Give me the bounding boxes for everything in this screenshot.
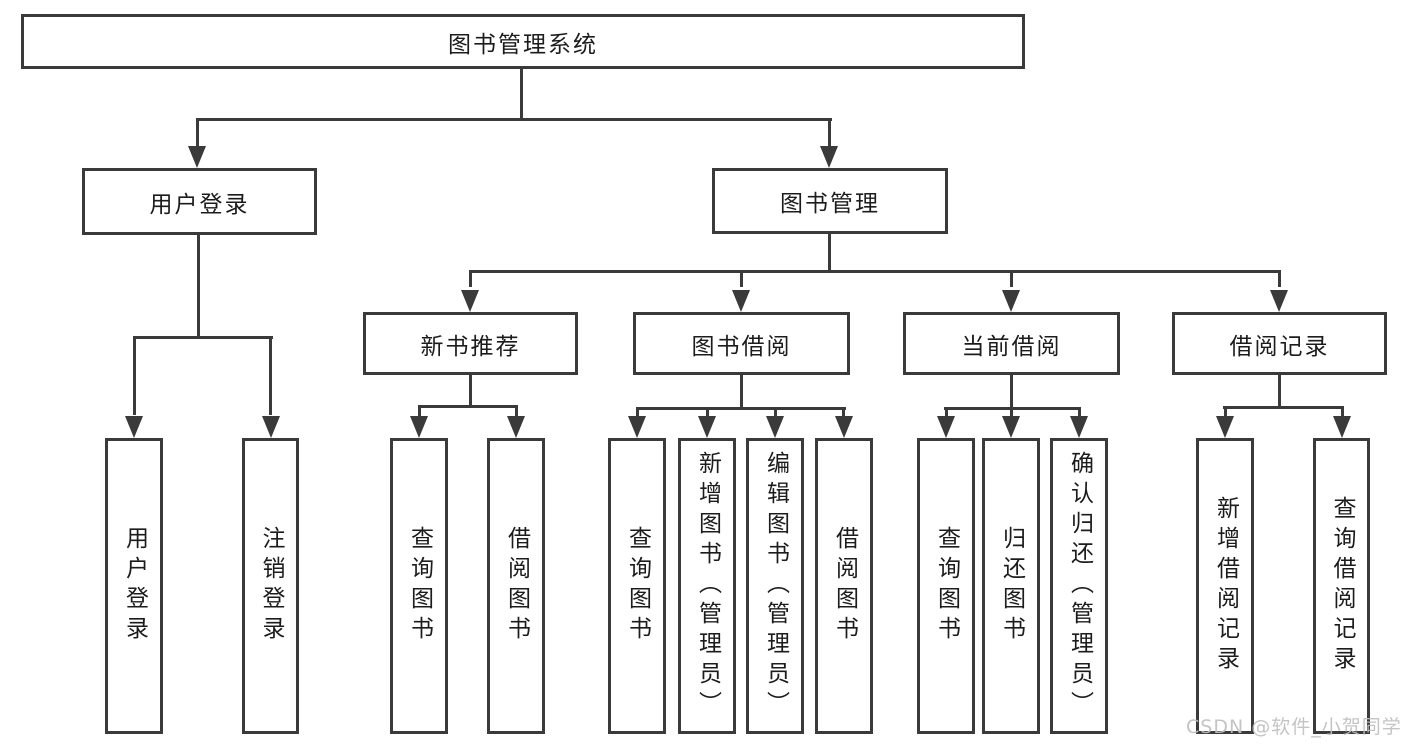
- leaf-confirm-return-admin: 确认归还（管理员）: [1050, 438, 1108, 734]
- node-current-borrowing: 当前借阅: [903, 312, 1120, 375]
- node-label: 用户登录: [149, 191, 250, 218]
- node-label: 当前借阅: [961, 333, 1062, 360]
- node-label: 查询图书: [406, 526, 433, 646]
- connector-line: [1078, 410, 1081, 416]
- arrow-down-icon: [125, 416, 143, 438]
- connector-line: [828, 234, 831, 271]
- node-label: 图书管理: [780, 191, 880, 217]
- arrow-down-icon: [1216, 416, 1234, 438]
- node-label: 用户登录: [121, 526, 148, 646]
- connector-line: [828, 121, 831, 147]
- connector-line: [469, 270, 1281, 273]
- arrow-down-icon: [262, 416, 280, 438]
- connector-line: [520, 69, 523, 118]
- arrow-down-icon: [766, 416, 784, 438]
- watermark: CSDN @软件_小贺同学: [1186, 716, 1402, 738]
- arrow-down-icon: [1002, 290, 1020, 312]
- leaf-edit-books-admin: 编辑图书（管理员）: [746, 438, 804, 734]
- leaf-user-login: 用户登录: [105, 438, 163, 734]
- node-label: 查询图书: [933, 526, 960, 646]
- node-label: 图书管理系统: [448, 31, 598, 58]
- node-library-management-system: 图书管理系统: [21, 14, 1025, 69]
- leaf-query-books-recommend: 查询图书: [390, 438, 448, 734]
- leaf-borrow-books-borrowing: 借阅图书: [815, 438, 873, 734]
- connector-line: [945, 410, 948, 416]
- connector-line: [1010, 273, 1013, 287]
- node-label: 新书推荐: [420, 333, 521, 360]
- node-book-management: 图书管理: [712, 168, 948, 234]
- arrow-down-icon: [820, 146, 838, 168]
- arrow-down-icon: [1002, 416, 1020, 438]
- connector-line: [418, 405, 518, 408]
- connector-line: [1010, 375, 1013, 408]
- connector-line: [1224, 409, 1227, 416]
- arrow-down-icon: [1333, 416, 1351, 438]
- leaf-logout-login: 注销登录: [242, 438, 299, 734]
- leaf-query-books-borrowing: 查询图书: [608, 438, 666, 734]
- connector-line: [1223, 406, 1344, 409]
- connector-line: [196, 118, 832, 121]
- arrow-down-icon: [1070, 416, 1088, 438]
- arrow-down-icon: [732, 290, 750, 312]
- arrow-down-icon: [698, 416, 716, 438]
- connector-line: [1278, 375, 1281, 407]
- node-label: 借阅图书: [831, 526, 858, 646]
- leaf-add-books-admin: 新增图书（管理员）: [678, 438, 736, 734]
- node-label: 图书借阅: [691, 333, 792, 360]
- arrow-down-icon: [188, 146, 206, 168]
- node-label: 新增借阅记录: [1212, 496, 1239, 676]
- connector-line: [842, 410, 845, 416]
- arrow-down-icon: [507, 416, 525, 438]
- connector-line: [418, 408, 421, 417]
- node-label: 编辑图书（管理员）: [762, 451, 789, 721]
- arrow-down-icon: [1270, 290, 1288, 312]
- node-label: 注销登录: [258, 526, 284, 646]
- arrow-down-icon: [628, 416, 646, 438]
- leaf-query-borrow-record: 查询借阅记录: [1313, 438, 1370, 734]
- node-new-book-recommendation: 新书推荐: [363, 312, 578, 375]
- connector-line: [1341, 409, 1344, 416]
- connector-line: [197, 235, 200, 336]
- connector-line: [133, 336, 273, 339]
- node-label: 借阅图书: [503, 526, 530, 646]
- node-user-login: 用户登录: [82, 168, 317, 235]
- connector-line: [196, 121, 199, 147]
- node-borrowing-records: 借阅记录: [1172, 312, 1387, 375]
- connector-line: [636, 410, 639, 416]
- node-label: 新增图书（管理员）: [694, 451, 721, 721]
- connector-line: [706, 410, 709, 416]
- node-label: 查询借阅记录: [1329, 496, 1355, 676]
- connector-line: [133, 339, 136, 415]
- leaf-add-borrow-record: 新增借阅记录: [1196, 438, 1254, 734]
- arrow-down-icon: [461, 290, 479, 312]
- leaf-return-books: 归还图书: [982, 438, 1040, 734]
- node-book-borrowing: 图书借阅: [633, 312, 850, 375]
- node-label: 借阅记录: [1229, 333, 1330, 360]
- connector-line: [269, 339, 272, 415]
- connector-line: [636, 407, 846, 410]
- connector-line: [1278, 273, 1281, 287]
- leaf-borrow-books-recommend: 借阅图书: [487, 438, 545, 734]
- arrow-down-icon: [937, 416, 955, 438]
- connector-line: [469, 273, 472, 287]
- node-label: 查询图书: [624, 526, 651, 646]
- connector-line: [944, 407, 1081, 410]
- node-label: 归还图书: [998, 526, 1025, 646]
- connector-line: [1010, 410, 1013, 416]
- arrow-down-icon: [835, 416, 853, 438]
- leaf-query-books-current: 查询图书: [917, 438, 975, 734]
- connector-line: [740, 273, 743, 287]
- arrow-down-icon: [410, 416, 428, 438]
- node-label: 确认归还（管理员）: [1066, 451, 1093, 721]
- connector-line: [774, 410, 777, 416]
- connector-line: [469, 375, 472, 406]
- connector-line: [740, 375, 743, 408]
- connector-line: [515, 408, 518, 417]
